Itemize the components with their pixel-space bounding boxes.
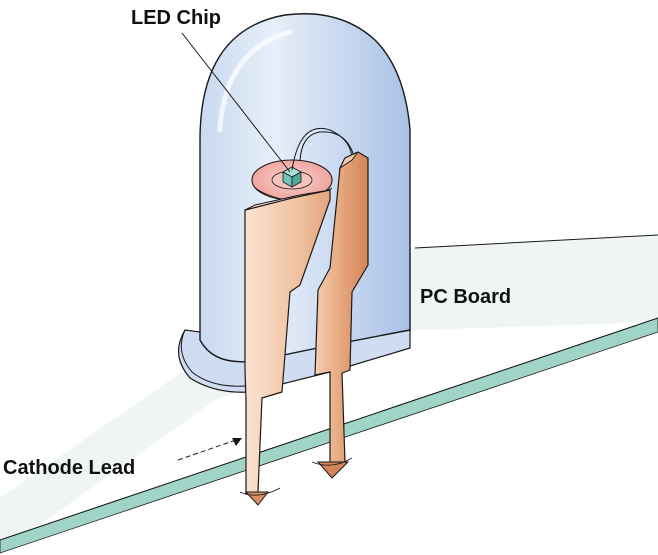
pc-board — [0, 234, 658, 554]
led-chip-label: LED Chip — [131, 7, 221, 29]
led-chip-leader-line — [181, 32, 291, 173]
led-chip — [282, 166, 302, 188]
cathode-lead-label: Cathode Lead — [3, 457, 136, 479]
pc-board-top-face — [0, 235, 658, 553]
pc-board-outline — [0, 317, 658, 541]
bond-wire — [291, 128, 353, 171]
pc-board-label: PC Board — [420, 286, 512, 308]
cathode-arrow — [177, 438, 242, 461]
